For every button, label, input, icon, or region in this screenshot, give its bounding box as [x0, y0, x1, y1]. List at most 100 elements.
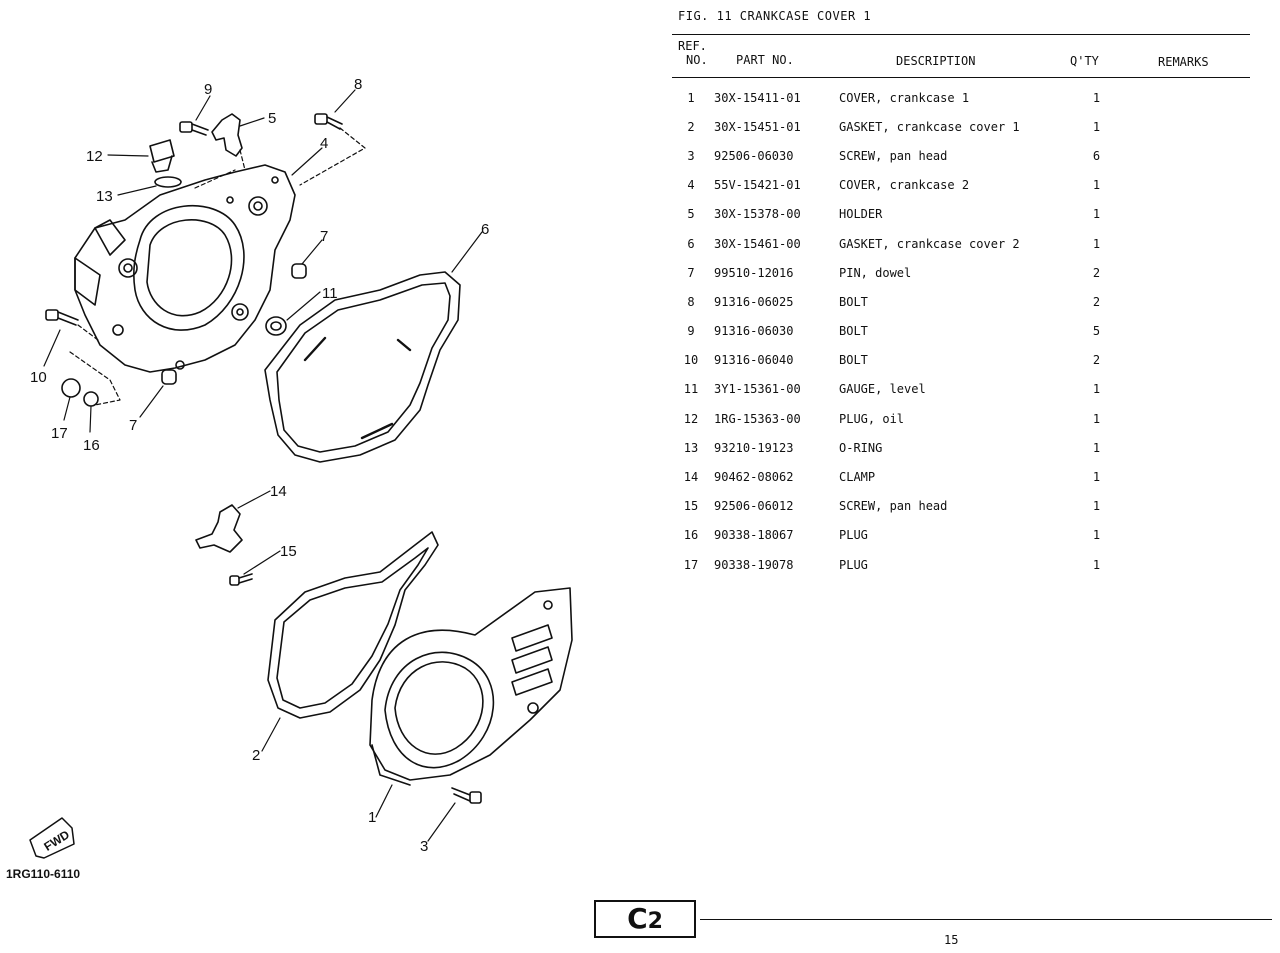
- description-cell: GAUGE, level: [839, 382, 926, 397]
- part-number-cell: 1RG-15363-00: [714, 411, 801, 426]
- exploded-parts-diagram: 1 2 3 4 5 6 7 7 8 9 10 11 12 13 14 15 16…: [6, 76, 573, 881]
- table-row: 17 90338-19078 PLUG 1: [672, 550, 1232, 579]
- remarks-cell: [1124, 141, 1232, 170]
- crankcase-cover-1-part: [369, 587, 573, 786]
- dowel-pin-part: [161, 369, 177, 385]
- ref-cell: 11: [683, 382, 699, 397]
- callout-label: 3: [420, 838, 428, 855]
- diagram-code: 1RG110-6110: [6, 867, 80, 881]
- quantity-cell: 2: [1092, 265, 1101, 280]
- oil-plug-part: [149, 139, 175, 173]
- ref-cell: 16: [683, 528, 699, 543]
- quantity-cell: 1: [1092, 470, 1101, 485]
- quantity-cell: 1: [1092, 499, 1101, 514]
- part-number-cell: 90338-19078: [714, 557, 794, 572]
- quantity-cell: 1: [1092, 236, 1101, 251]
- quantity-cell: 5: [1092, 324, 1101, 339]
- callout-label: 11: [322, 285, 338, 302]
- part-number-cell: 30X-15411-01: [714, 90, 801, 105]
- plug-part: [83, 391, 99, 407]
- callout-label: 17: [51, 425, 68, 442]
- callout-label: 2: [252, 747, 260, 764]
- part-number-cell: 55V-15421-01: [714, 178, 801, 193]
- description-cell: COVER, crankcase 2: [839, 178, 970, 193]
- remarks-cell: [1124, 462, 1232, 491]
- remarks-cell: [1124, 200, 1232, 229]
- quantity-cell: 1: [1092, 557, 1101, 572]
- part-number-cell: 93210-19123: [714, 440, 794, 455]
- remarks-cell: [1124, 375, 1232, 404]
- remarks-cell: [1124, 287, 1232, 316]
- ref-cell: 2: [687, 119, 695, 134]
- ref-cell: 5: [687, 207, 695, 222]
- holder-part: [211, 113, 243, 157]
- bolt-part: [45, 309, 79, 326]
- quantity-cell: 1: [1092, 90, 1101, 105]
- callout-label: 15: [280, 543, 297, 560]
- remarks-cell: [1124, 433, 1232, 462]
- header-part-no: PART NO.: [736, 53, 794, 67]
- quantity-cell: 1: [1092, 178, 1101, 193]
- ref-cell: 17: [683, 557, 699, 572]
- header-qty: Q'TY: [1070, 54, 1099, 68]
- bolt-part: [314, 113, 343, 130]
- callout-label: 16: [83, 437, 100, 454]
- description-cell: PLUG: [839, 528, 868, 543]
- gasket-crankcase-cover-1-part: [267, 531, 439, 719]
- clamp-part: [195, 504, 243, 553]
- callout-label: 9: [204, 81, 212, 98]
- footer-rule: [700, 919, 1272, 920]
- ref-cell: 6: [687, 236, 695, 251]
- plug-part: [61, 378, 81, 398]
- crankcase-cover-2-part: [74, 164, 296, 373]
- part-number-cell: 92506-06030: [714, 148, 794, 163]
- bolt-part: [179, 121, 209, 136]
- fwd-label: FWD: [41, 827, 72, 854]
- callout-label: 7: [129, 417, 137, 434]
- ref-cell: 14: [683, 470, 699, 485]
- description-cell: SCREW, pan head: [839, 499, 948, 514]
- ref-cell: 7: [687, 265, 695, 280]
- remarks-cell: [1124, 404, 1232, 433]
- quantity-cell: 1: [1092, 411, 1101, 426]
- dowel-pin-part: [291, 263, 307, 279]
- remarks-cell: [1124, 258, 1232, 287]
- ref-cell: 13: [683, 440, 699, 455]
- header-no: NO.: [686, 53, 708, 67]
- remarks-cell: [1124, 346, 1232, 375]
- ref-cell: 3: [687, 148, 695, 163]
- quantity-cell: 1: [1092, 528, 1101, 543]
- forward-arrow-icon: [29, 817, 75, 859]
- header-ref: REF.: [678, 39, 707, 53]
- part-number-cell: 91316-06025: [714, 294, 794, 309]
- ref-cell: 15: [683, 499, 699, 514]
- description-cell: BOLT: [839, 353, 868, 368]
- quantity-cell: 2: [1092, 294, 1101, 309]
- description-cell: PLUG: [839, 557, 868, 572]
- callout-label: 10: [30, 369, 47, 386]
- quantity-cell: 1: [1092, 440, 1101, 455]
- description-cell: PLUG, oil: [839, 411, 905, 426]
- remarks-cell: [1124, 550, 1232, 579]
- gasket-crankcase-cover-2-part: [264, 271, 461, 463]
- description-cell: HOLDER: [839, 207, 883, 222]
- section-code-badge: C2: [594, 900, 696, 938]
- description-cell: PIN, dowel: [839, 265, 912, 280]
- quantity-cell: 2: [1092, 353, 1101, 368]
- part-number-cell: 30X-15378-00: [714, 207, 801, 222]
- ref-cell: 12: [683, 411, 699, 426]
- section-number: 2: [647, 909, 663, 934]
- callout-label: 1: [368, 809, 376, 826]
- part-number-cell: 92506-06012: [714, 499, 794, 514]
- part-number-cell: 99510-12016: [714, 265, 794, 280]
